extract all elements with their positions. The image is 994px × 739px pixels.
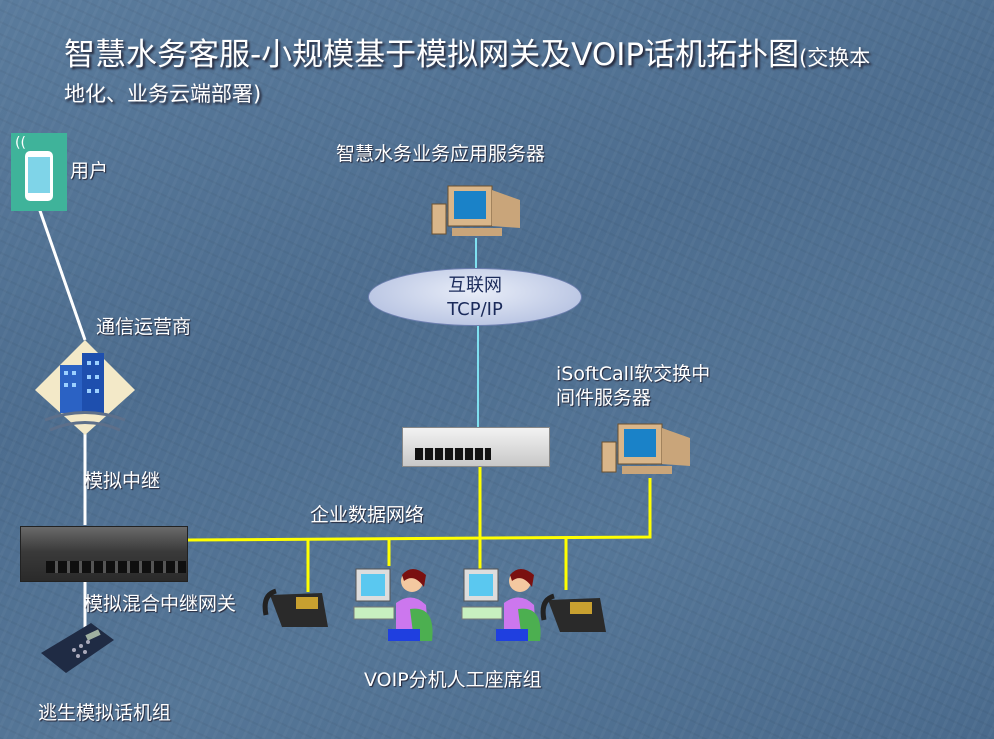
gateway-device-icon — [20, 526, 188, 582]
network-switch-icon — [402, 427, 550, 467]
server-computer-icon — [431, 185, 520, 236]
user-carrier-link — [36, 204, 87, 341]
app-server-label: 智慧水务业务应用服务器 — [336, 143, 546, 165]
slide-subtitle: 地化、业务云端部署) — [64, 82, 262, 106]
analog-phones-label: 逃生模拟话机组 — [38, 702, 172, 724]
lan-lines — [187, 466, 652, 592]
agents-label: VOIP分机人工座席组 — [364, 669, 542, 691]
agent-workstation-icon — [353, 568, 433, 641]
softswitch-label: iSoftCall软交换中间件服务器 — [556, 363, 711, 409]
enterprise-network-label: 企业数据网络 — [310, 504, 425, 526]
analog-phone-icon — [41, 623, 114, 673]
building-icon — [35, 340, 135, 435]
user-label: 用户 — [70, 160, 109, 182]
smartphone-icon: (( — [11, 133, 67, 211]
ip-phone-icon — [540, 593, 606, 632]
gateway-label: 模拟混合中继网关 — [84, 593, 237, 615]
agent-workstation-icon — [461, 568, 541, 641]
ip-phone-icon — [262, 588, 328, 627]
carrier-label: 通信运营商 — [96, 316, 192, 338]
softswitch-server-icon — [601, 423, 690, 474]
slide-title: 智慧水务客服-小规模基于模拟网关及VOIP话机拓扑图(交换本 — [64, 37, 871, 73]
analog-trunk-label: 模拟中继 — [84, 470, 161, 492]
